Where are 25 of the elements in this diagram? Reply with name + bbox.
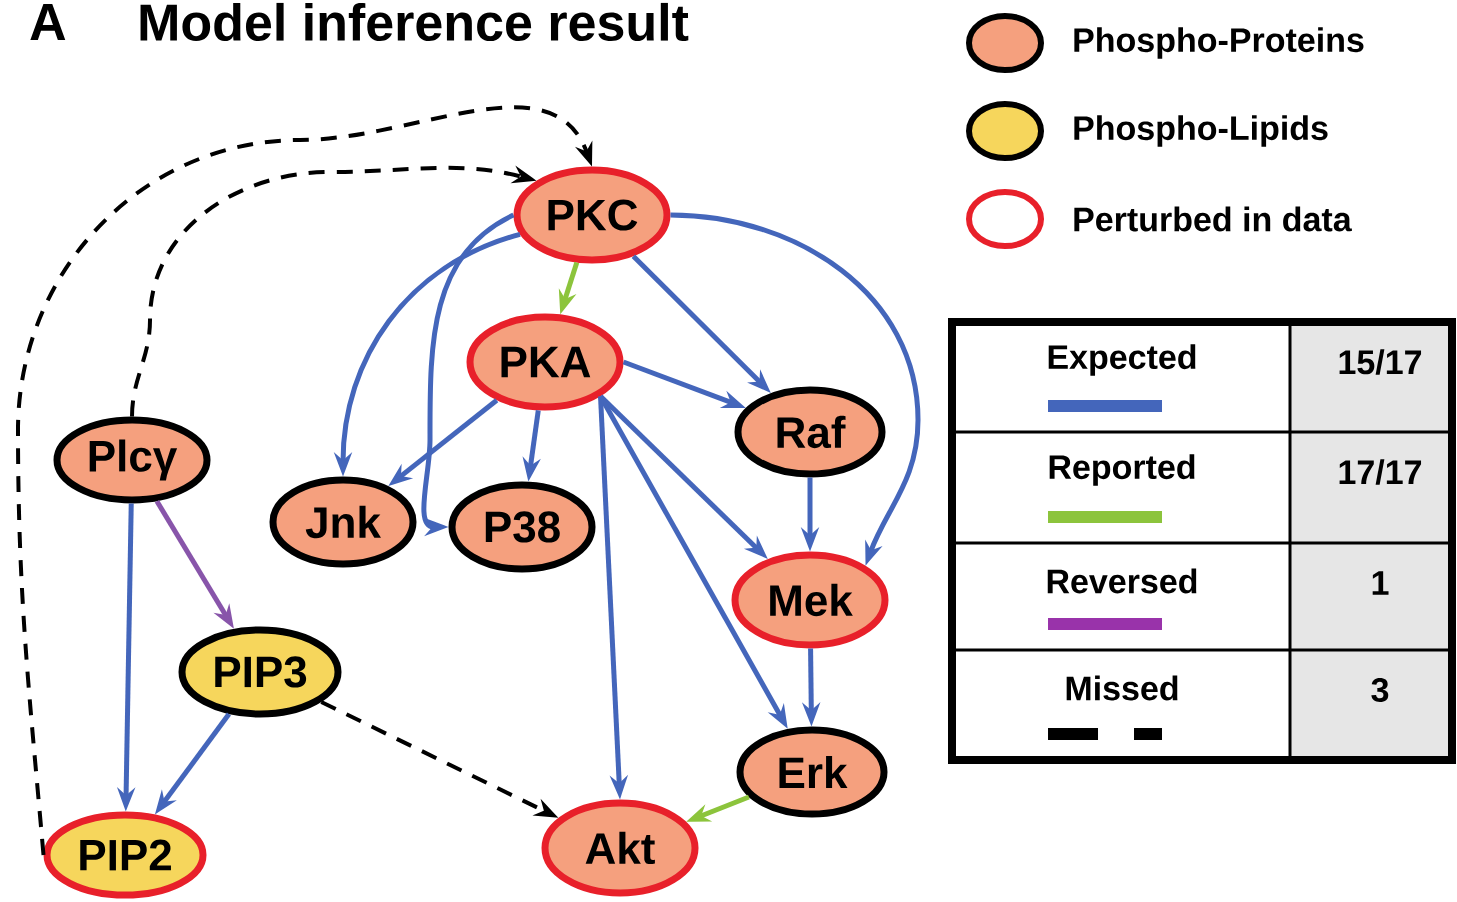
ellipse-node: PKC [513,166,671,264]
ellipse-node: Raf [734,386,886,478]
panel-letter: A [30,4,66,40]
ellipse-node: Plcγ [53,416,211,504]
table-cell: 1 [1290,543,1452,650]
table-cell: 3 [1290,650,1452,760]
table-cell: 15/17 [1290,322,1452,432]
arrow [16,105,593,856]
table-cell: Reversed [1047,568,1197,594]
table-cell: Reported [1049,454,1195,486]
table-cell: Missed [1066,675,1178,701]
ellipse-node: P38 [448,481,596,573]
table-cell: 17/17 [1290,432,1452,543]
ellipse-node: Jnk [269,476,417,568]
ellipse-node: Erk [736,726,888,818]
legend-entry: Phospho-Lipids [966,101,1328,161]
ellipse-node: Mek [731,551,889,649]
title: Model inference result [140,2,689,42]
ellipse-node: Akt [541,799,699,897]
ellipse-node: PIP3 [178,626,342,718]
legend-entry: Perturbed in data [966,189,1352,249]
legend-entry: Phospho-Proteins [966,13,1364,73]
ellipse-node: PIP2 [43,811,207,899]
table-cell: Expected [1048,344,1196,376]
ellipse-node: PKA [466,313,624,411]
